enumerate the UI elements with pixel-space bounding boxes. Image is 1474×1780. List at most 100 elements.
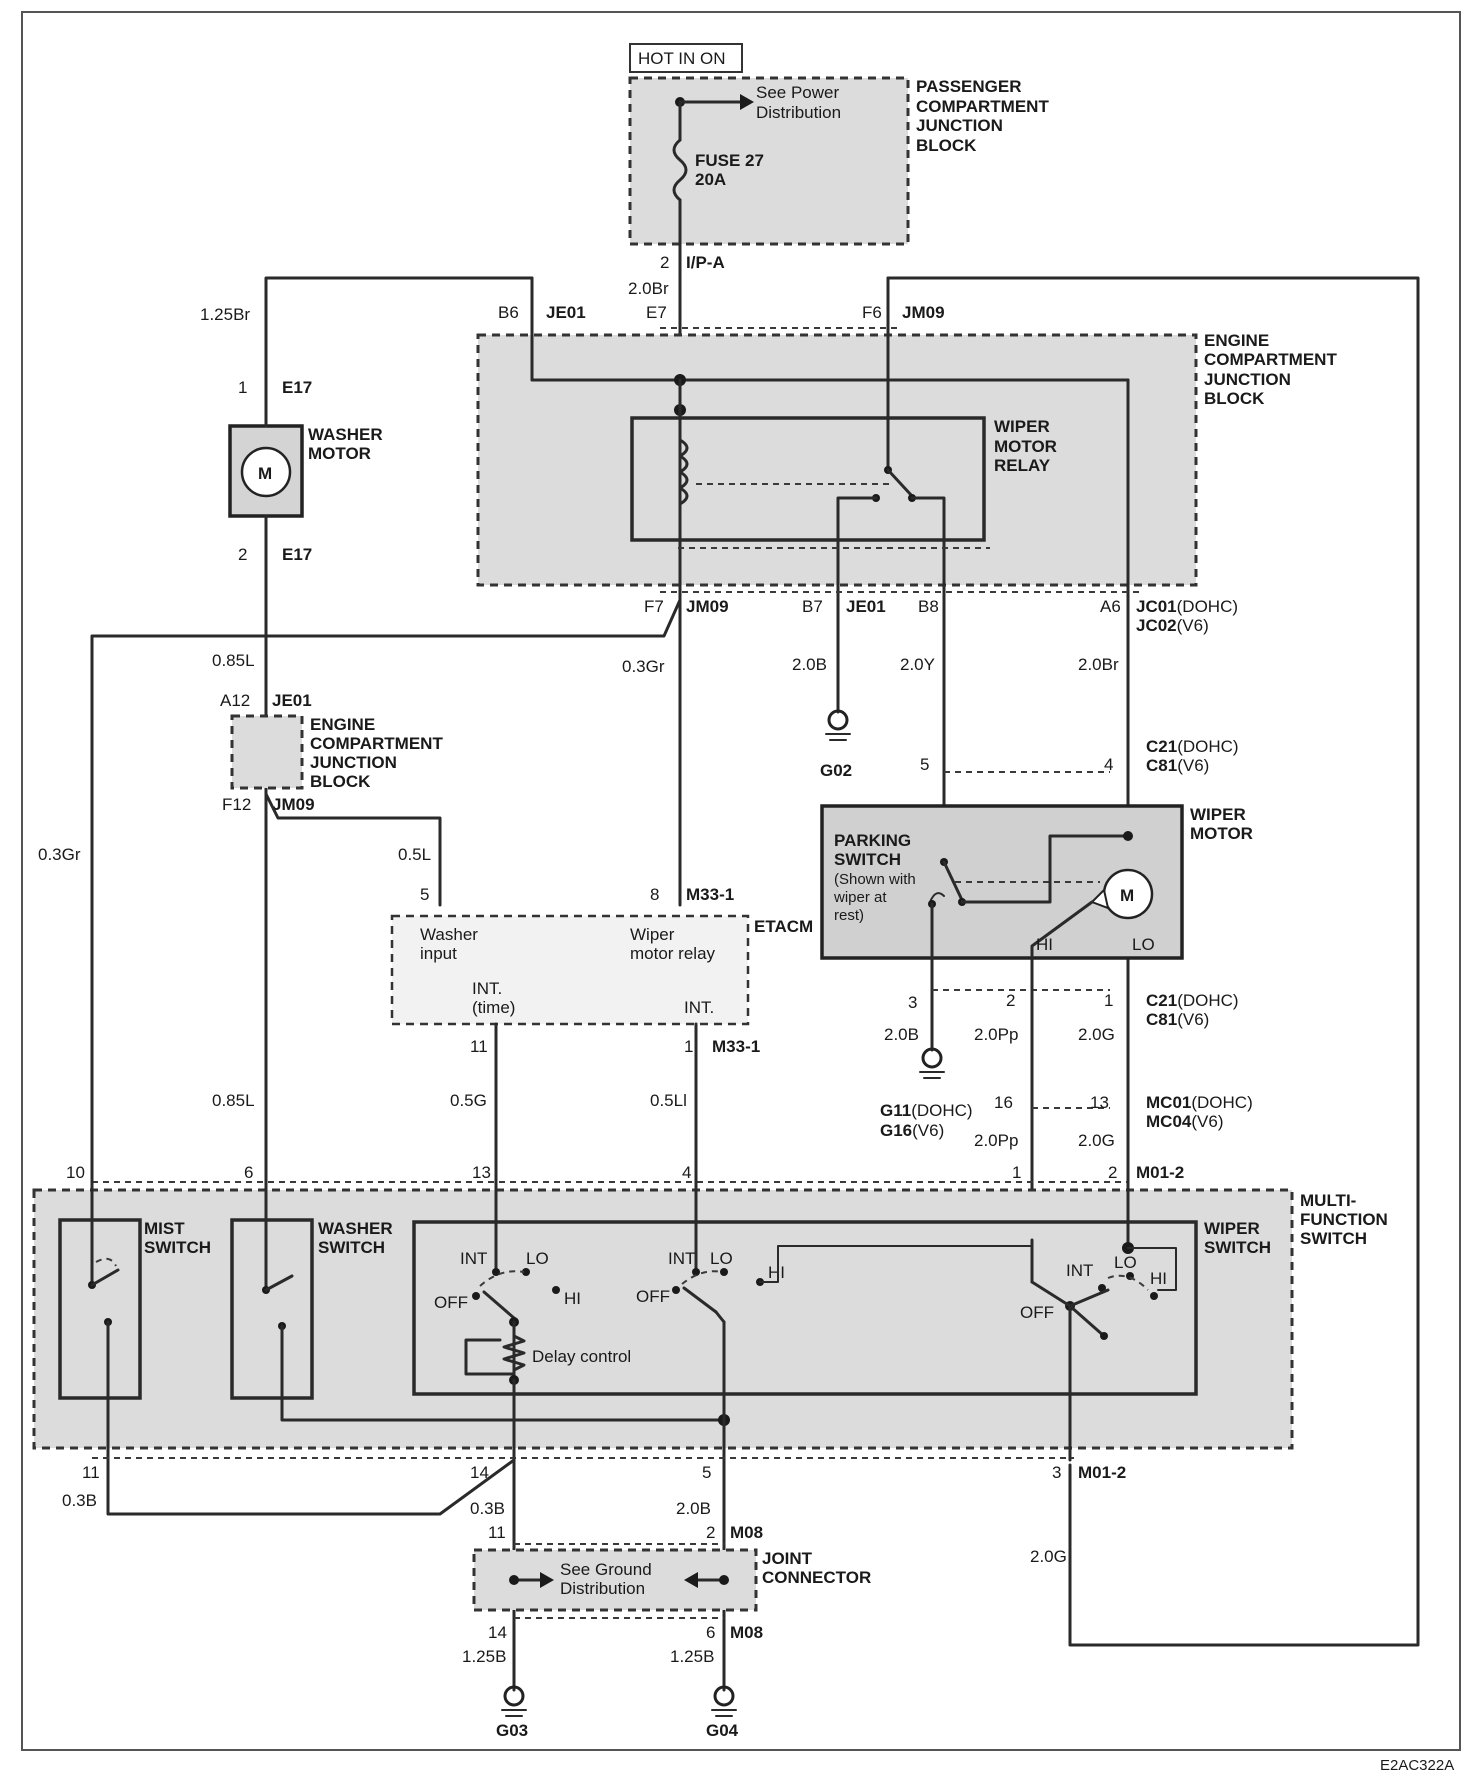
wiper-switch-title-1: WIPER bbox=[1204, 1219, 1260, 1238]
ground-icon bbox=[713, 1685, 735, 1707]
connector-ipa: I/P-A bbox=[686, 253, 725, 272]
mfs-title-1: MULTI- bbox=[1300, 1191, 1356, 1210]
connector-jm09-small: JM09 bbox=[272, 795, 315, 814]
connector-c81-top: C81(V6) bbox=[1146, 756, 1209, 775]
motor-node bbox=[1123, 831, 1133, 841]
engine-jb-title-2: COMPARTMENT bbox=[1204, 350, 1337, 369]
wire-2-0g-a: 2.0G bbox=[1078, 1025, 1115, 1044]
switch-spring-icon bbox=[95, 1257, 117, 1267]
arrow-head-icon bbox=[740, 94, 754, 110]
switch-contact bbox=[552, 1286, 560, 1294]
wire-0-85l-a: 0.85L bbox=[212, 651, 255, 670]
delay-loop-wire bbox=[464, 1338, 516, 1376]
etacm-int-time-1: INT. bbox=[472, 979, 502, 998]
multi-function-switch bbox=[32, 1188, 1294, 1450]
pin-a12: A12 bbox=[220, 691, 250, 710]
pin-f7: F7 bbox=[644, 597, 664, 616]
e17-pin-2: 2 bbox=[238, 545, 247, 564]
wiper-b-hi-wire bbox=[759, 1245, 1033, 1283]
etacm-int-time-2: (time) bbox=[472, 998, 515, 1017]
fuse-rating: 20A bbox=[695, 170, 726, 189]
mc-pin-16: 16 bbox=[994, 1093, 1013, 1112]
switch-contact bbox=[1100, 1332, 1108, 1340]
wire-f6-loop-2-0g bbox=[886, 276, 1420, 1647]
etacm-title: ETACM bbox=[754, 917, 813, 936]
mc-pin-13: 13 bbox=[1090, 1093, 1109, 1112]
page-frame bbox=[21, 11, 1461, 1751]
wire-0-3b bbox=[106, 1458, 516, 1516]
see-power-2: Distribution bbox=[756, 103, 841, 122]
wire-0-3gr-a: 0.3Gr bbox=[38, 845, 81, 864]
wire-0-5g-label: 0.5G bbox=[450, 1091, 487, 1110]
see-ground-2: Distribution bbox=[560, 1579, 645, 1598]
ground-icon bbox=[827, 709, 849, 731]
ground-g16: G16(V6) bbox=[880, 1121, 944, 1140]
wire-0-3gr-mist bbox=[90, 598, 682, 1182]
etacm-washer-input-1: Washer bbox=[420, 925, 478, 944]
figure-id: E2AC322A bbox=[1380, 1757, 1454, 1774]
wire-2-0g-b: 2.0G bbox=[1078, 1131, 1115, 1150]
small-jb-title-1: ENGINE bbox=[310, 715, 375, 734]
passenger-jb-title-2: COMPARTMENT bbox=[916, 97, 1049, 116]
ground-g02: G02 bbox=[820, 761, 852, 780]
wire-2-0b: 2.0B bbox=[792, 655, 827, 674]
parking-switch-title-1: PARKING bbox=[834, 831, 911, 850]
wiper-motor-relay bbox=[630, 416, 986, 542]
mist-switch-title-2: SWITCH bbox=[144, 1238, 211, 1257]
passenger-jb-title-1: PASSENGER bbox=[916, 77, 1022, 96]
arrow-head-icon bbox=[540, 1572, 554, 1588]
pin-b6: B6 bbox=[498, 303, 519, 322]
wiper-c-int: INT bbox=[1066, 1261, 1093, 1280]
wiper-b-int: INT bbox=[668, 1249, 695, 1268]
relay-title-3: RELAY bbox=[994, 456, 1051, 475]
switch-contact bbox=[720, 1268, 728, 1276]
wire-relay-b7 bbox=[836, 496, 878, 602]
connector-c21-top: C21(DOHC) bbox=[1146, 737, 1239, 756]
engine-jb-title-1: ENGINE bbox=[1204, 331, 1269, 350]
hot-in-on-label: HOT IN ON bbox=[638, 49, 726, 68]
passenger-junction-block bbox=[628, 76, 910, 246]
wire-0-5l bbox=[264, 792, 442, 907]
connector-c81-bot: C81(V6) bbox=[1146, 1010, 1209, 1029]
connector-jc01: JC01(DOHC) bbox=[1136, 597, 1238, 616]
switch-contact bbox=[1098, 1284, 1106, 1292]
wire-1-25b-b: 1.25B bbox=[670, 1647, 714, 1666]
relay-coil-symbol bbox=[678, 438, 689, 506]
wiper-c-off: OFF bbox=[1020, 1303, 1054, 1322]
wire-0-5l-label: 0.5L bbox=[398, 845, 431, 864]
washer-motor-title-2: MOTOR bbox=[308, 444, 371, 463]
wire-2-0g-c: 2.0G bbox=[1030, 1547, 1067, 1566]
see-ground-1: See Ground bbox=[560, 1560, 652, 1579]
passenger-jb-title-4: BLOCK bbox=[916, 136, 977, 155]
engine-jb-title-4: BLOCK bbox=[1204, 389, 1265, 408]
wire-1-25b-a: 1.25B bbox=[462, 1647, 506, 1666]
wiper-a-lo: LO bbox=[526, 1249, 549, 1268]
wiper-c-lo: LO bbox=[1114, 1253, 1137, 1272]
wiper-b-lo: LO bbox=[710, 1249, 733, 1268]
ground-g04: G04 bbox=[706, 1721, 739, 1740]
switch-link-icon bbox=[681, 1270, 723, 1285]
wiper-b-arm bbox=[682, 1286, 718, 1314]
etacm-int: INT. bbox=[684, 998, 714, 1017]
etacm-washer-input-2: input bbox=[420, 944, 457, 963]
wiper-motor-title-2: MOTOR bbox=[1190, 824, 1253, 843]
wire-0-3b-a: 0.3B bbox=[62, 1491, 97, 1510]
wiper-a-int: INT bbox=[460, 1249, 487, 1268]
wiper-switch-title-2: SWITCH bbox=[1204, 1238, 1271, 1257]
wiper-b-hi: HI bbox=[768, 1263, 785, 1282]
pin-2-ipa: 2 bbox=[660, 253, 669, 272]
wire-2-0y-label: 2.0Y bbox=[900, 655, 935, 674]
joint-pin-2: 2 bbox=[706, 1523, 715, 1542]
mist-switch-title-1: MIST bbox=[144, 1219, 185, 1238]
connector-m08-top: M08 bbox=[730, 1523, 763, 1542]
connector-e17-bottom: E17 bbox=[282, 545, 312, 564]
etacm-pin-5: 5 bbox=[420, 885, 429, 904]
ground-g11: G11(DOHC) bbox=[880, 1101, 973, 1120]
etacm-wiper-relay-1: Wiper bbox=[630, 925, 675, 944]
joint-pin-11: 11 bbox=[488, 1523, 506, 1542]
joint-pin-14: 14 bbox=[488, 1623, 507, 1642]
wiper-c-arm-2 bbox=[1068, 1304, 1106, 1338]
parking-switch-note-3: rest) bbox=[834, 907, 864, 924]
wire-0-3b-b: 0.3B bbox=[470, 1499, 505, 1518]
pin-b7: B7 bbox=[802, 597, 823, 616]
